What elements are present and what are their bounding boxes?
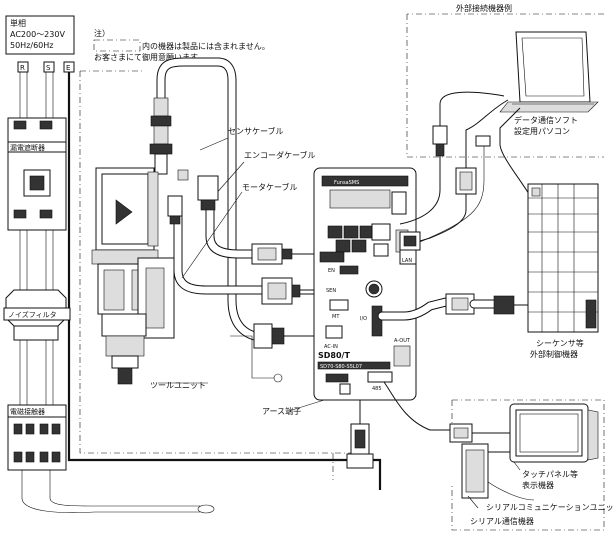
power-wires bbox=[19, 72, 382, 514]
pc-cables bbox=[399, 91, 541, 243]
sensor-cable-label: センサケーブル bbox=[228, 126, 284, 136]
noise-filter-label: ノイズフィルタ bbox=[8, 310, 57, 319]
external-title: 外部接続機器例 bbox=[456, 3, 512, 13]
port-485: 485 bbox=[372, 386, 382, 392]
note-line1: 内の機器は製品には含まれません。 bbox=[142, 41, 270, 51]
terminal-e: E bbox=[66, 64, 70, 72]
port-aout: A-OUT bbox=[394, 338, 411, 344]
motor-cable-label: モータケーブル bbox=[242, 182, 298, 192]
sequencer-label-1: シーケンサ等 bbox=[536, 338, 584, 348]
terminal-s: S bbox=[46, 64, 51, 72]
contactor: 電磁接触器 bbox=[7, 404, 67, 471]
earth-terminal-label: アース端子 bbox=[262, 406, 301, 416]
touch-panel-label-1: タッチパネル等 bbox=[522, 469, 578, 479]
port-en: EN bbox=[328, 268, 335, 274]
noise-filter: ノイズフィルタ bbox=[3, 289, 71, 341]
pc-label-2: 設定用パソコン bbox=[514, 126, 570, 136]
power-terminals: R S E bbox=[17, 61, 75, 73]
contactor-label: 電磁接触器 bbox=[10, 407, 45, 416]
controller-brand: FunsaSMS bbox=[334, 180, 359, 186]
laptop-pc bbox=[499, 31, 599, 113]
note-dash-sample bbox=[93, 39, 141, 52]
controller: FunsaSMS EN SEN MT I/O AC-IN A-OUT SD80/… bbox=[313, 167, 417, 401]
touch-panel-label-2: 表示機器 bbox=[522, 480, 554, 490]
serial-unit bbox=[383, 381, 535, 501]
touch-panel bbox=[509, 403, 599, 463]
port-io: I/O bbox=[360, 316, 367, 322]
io-cable bbox=[377, 293, 528, 321]
cable-bundle bbox=[156, 57, 351, 411]
note-line2: お客さまにて御用意願います bbox=[94, 52, 198, 62]
note-label: 注） bbox=[94, 28, 110, 38]
lan-port: LAN bbox=[399, 231, 421, 264]
serial-label-2: シリアル通信機器 bbox=[470, 516, 534, 526]
tool-unit-label: ツールユニット bbox=[150, 381, 206, 390]
breaker: 漏電遮断器 bbox=[7, 117, 67, 231]
sequencer-label-2: 外部制御機器 bbox=[530, 349, 578, 359]
tool-unit bbox=[91, 97, 285, 385]
encoder-cable-label: エンコーダケーブル bbox=[244, 150, 316, 160]
power-voltage: AC200～230V bbox=[10, 30, 65, 39]
breaker-label: 漏電遮断器 bbox=[10, 143, 45, 152]
port-acin: AC-IN bbox=[324, 344, 338, 350]
terminal-r: R bbox=[20, 64, 25, 72]
external-frames bbox=[79, 13, 605, 531]
pc-label-1: データ通信ソフト bbox=[514, 115, 578, 125]
power-frequency: 50Hz/60Hz bbox=[10, 41, 53, 50]
serial-label-1: シリアルコミュニケーションユニット等 bbox=[486, 502, 613, 512]
port-lan: LAN bbox=[402, 258, 412, 264]
earth-connector bbox=[346, 400, 374, 469]
note: 注） 内の機器は製品には含まれません。 お客さまにて御用意願います bbox=[93, 28, 270, 62]
port-sen: SEN bbox=[326, 288, 336, 294]
port-mt: MT bbox=[332, 314, 340, 320]
controller-sub-label: SD70-S80-S5L07 bbox=[320, 364, 362, 370]
controller-key bbox=[327, 225, 343, 239]
controller-display bbox=[329, 189, 391, 209]
cable-connectors bbox=[251, 243, 301, 305]
sequencer bbox=[527, 183, 599, 333]
power-title: 単相 bbox=[10, 18, 26, 28]
power-spec-box: 単相 AC200～230V 50Hz/60Hz bbox=[5, 15, 75, 55]
controller-model: SD80/T bbox=[318, 351, 350, 360]
